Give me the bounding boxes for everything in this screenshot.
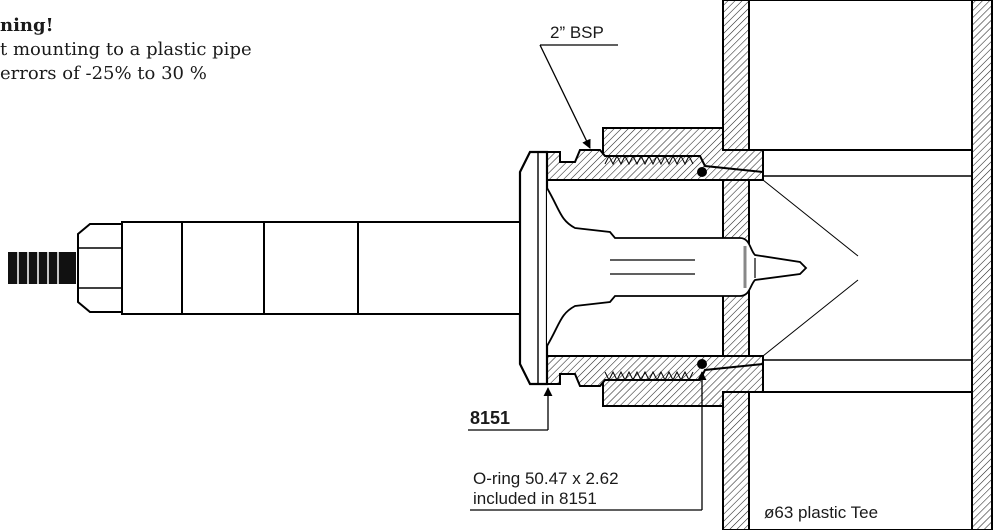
sensor-body [8, 221, 521, 315]
warning-note: ning! t mounting to a plastic pipe error… [0, 14, 252, 86]
cable-connector [8, 252, 76, 284]
warning-title: ning! [0, 15, 54, 36]
label-thread: 2” BSP [550, 23, 604, 42]
label-oring-group: O-ring 50.47 x 2.62 included in 8151 [470, 371, 707, 511]
label-tee: ø63 plastic Tee [764, 503, 878, 522]
label-part-group: 8151 [468, 387, 553, 431]
plastic-tee [602, 0, 993, 530]
warning-line-1: t mounting to a plastic pipe [0, 39, 252, 60]
label-oring-line-1: O-ring 50.47 x 2.62 [473, 469, 619, 488]
label-oring-line-2: included in 8151 [473, 489, 597, 508]
threaded-insert-8151 [535, 149, 764, 387]
o-ring-top [697, 167, 707, 177]
label-part-number: 8151 [470, 408, 510, 428]
sensor-probe [546, 187, 808, 347]
sensor-flange [518, 150, 549, 386]
label-thread-group: 2” BSP [539, 23, 618, 149]
o-ring-bottom [697, 359, 707, 369]
warning-line-2: errors of -25% to 30 % [0, 63, 207, 84]
hex-nut [77, 223, 123, 313]
flow-cone [762, 179, 859, 357]
